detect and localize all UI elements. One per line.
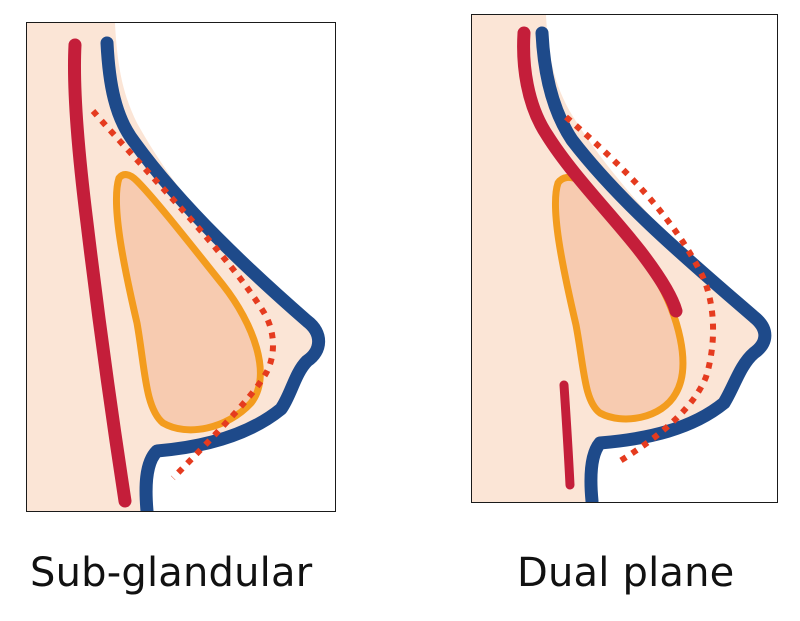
sub-glandular-diagram [27,23,336,512]
caption-sub-glandular: Sub-glandular [30,550,312,596]
pectoral-muscle-lower-stub [564,385,570,485]
dual-plane-diagram-panel [471,14,778,503]
sub-glandular-diagram-panel [26,22,336,512]
caption-dual-plane: Dual plane [517,550,734,596]
dual-plane-diagram [472,15,778,503]
